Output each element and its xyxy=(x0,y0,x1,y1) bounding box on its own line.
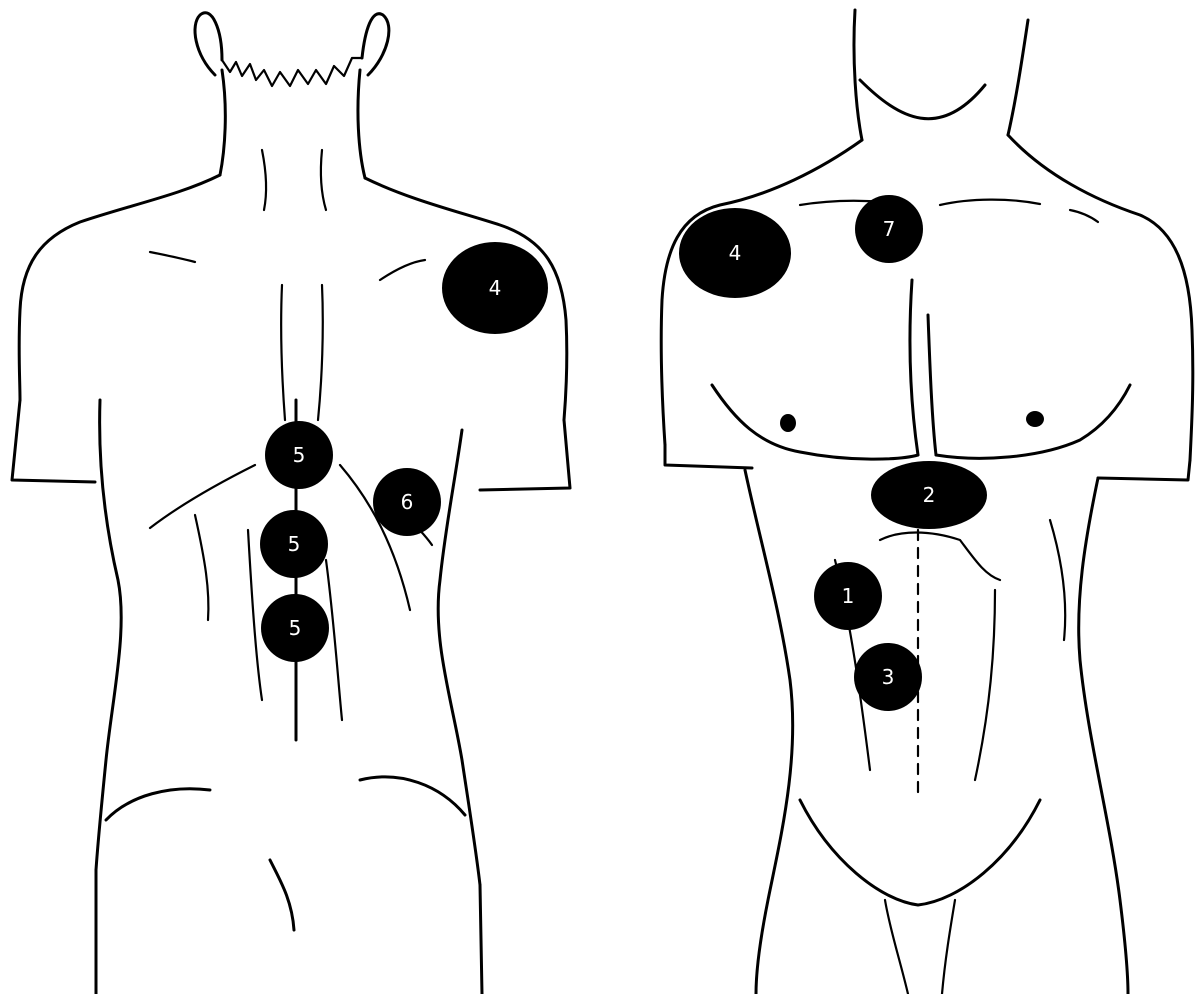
left-torso-side xyxy=(96,400,121,870)
front-left-arm-cut xyxy=(665,445,752,468)
right-scapula-line xyxy=(380,260,425,280)
left-arm-cut xyxy=(12,400,95,482)
left-hip-line xyxy=(106,789,210,820)
spine-right-upper xyxy=(318,285,323,420)
sternum-left xyxy=(910,280,918,455)
neck-muscle-right xyxy=(321,150,326,210)
ab-upper-line xyxy=(880,533,1000,581)
marker-label: 6 xyxy=(401,490,414,514)
right-hip-line xyxy=(360,777,465,815)
left-scapula-line xyxy=(150,252,195,262)
erector-right xyxy=(326,560,342,720)
marker-front-2: 2 xyxy=(871,461,987,529)
front-right-arm-cut xyxy=(1098,460,1190,480)
marker-label: 4 xyxy=(729,241,742,265)
right-leg-edge xyxy=(480,885,482,994)
front-neck-right xyxy=(1008,20,1028,135)
neck-left xyxy=(220,70,225,175)
chin-line xyxy=(860,80,985,119)
front-left-side xyxy=(745,470,793,994)
neck-right xyxy=(358,70,365,178)
erector-left xyxy=(248,530,262,700)
neck-muscle-left xyxy=(262,150,266,210)
right-torso-side xyxy=(438,430,480,885)
pain-markers: 4 5 6 5 5 4 7 2 xyxy=(260,195,987,711)
marker-label: 5 xyxy=(289,616,302,640)
right-clavicle xyxy=(940,200,1040,205)
marker-front-7: 7 xyxy=(855,195,923,263)
pelvis-v xyxy=(800,800,1040,905)
groin-right xyxy=(942,900,955,994)
left-shoulder xyxy=(19,175,220,400)
lat-left-lower xyxy=(195,515,208,620)
marker-back-5b: 5 xyxy=(260,510,328,578)
marker-label: 5 xyxy=(293,443,306,467)
left-pec xyxy=(712,385,918,459)
lat-left xyxy=(150,465,255,528)
front-right-side xyxy=(1079,478,1128,994)
marker-back-5a: 5 xyxy=(265,421,333,489)
marker-label: 4 xyxy=(489,276,502,300)
marker-label: 3 xyxy=(882,665,895,689)
marker-front-4: 4 xyxy=(679,208,791,298)
gluteal-cleft xyxy=(270,860,294,930)
left-ear xyxy=(195,13,222,75)
right-nipple xyxy=(1026,411,1044,427)
groin-left xyxy=(885,900,908,994)
spine-left-upper xyxy=(281,285,285,420)
sternum-right xyxy=(928,315,936,455)
marker-label: 1 xyxy=(842,584,855,608)
marker-label: 5 xyxy=(288,532,301,556)
marker-back-4: 4 xyxy=(442,242,548,334)
front-neck-left xyxy=(854,10,862,140)
right-ab-edge xyxy=(975,590,995,780)
marker-front-1: 1 xyxy=(814,562,882,630)
marker-label: 2 xyxy=(923,483,936,507)
back-view-figure xyxy=(12,13,570,994)
marker-front-3: 3 xyxy=(854,643,922,711)
marker-back-6: 6 xyxy=(373,468,441,536)
left-nipple xyxy=(780,414,796,432)
right-oblique xyxy=(1050,520,1065,640)
right-clavicle-tip xyxy=(1070,210,1098,222)
marker-label: 7 xyxy=(883,217,896,241)
right-arm-cut xyxy=(480,420,570,490)
marker-back-5c: 5 xyxy=(261,594,329,662)
hairline xyxy=(222,58,362,86)
right-ear xyxy=(362,14,389,75)
